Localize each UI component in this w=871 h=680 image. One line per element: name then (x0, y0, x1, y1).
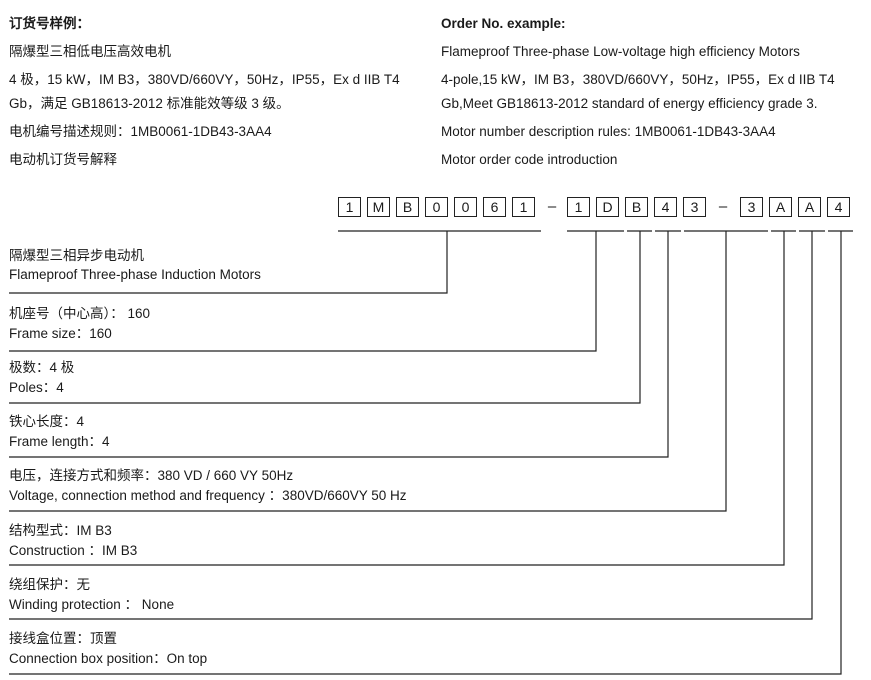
code-char: M (367, 197, 390, 217)
item-6-en: Construction ：IM B3 (9, 543, 138, 558)
code-char: B (625, 197, 648, 217)
code-separator: – (547, 198, 557, 215)
item-7-en: Winding protection ： None (9, 597, 175, 612)
code-char: 3 (740, 197, 763, 217)
code-char: B (396, 197, 419, 217)
cn-line-1: 隔爆型三相低电压高效电机 (9, 44, 171, 59)
cn-line-4: 电机编号描述规则：1MB0061-1DB43-3AA4 (9, 124, 272, 139)
code-separator: – (718, 198, 728, 215)
item-6-cn: 结构型式：IM B3 (9, 523, 112, 538)
code-char: A (798, 197, 821, 217)
cn-line-5: 电动机订货号解释 (9, 152, 117, 167)
item-1-cn: 隔爆型三相异步电动机 (9, 248, 144, 263)
cn-heading: 订货号样例： (9, 16, 90, 32)
code-char: 0 (454, 197, 477, 217)
code-char: D (596, 197, 619, 217)
code-char: 4 (827, 197, 850, 217)
item-4-cn: 铁心长度：4 (9, 414, 85, 429)
item-8-cn: 接线盒位置：顶置 (9, 631, 117, 646)
code-char: 0 (425, 197, 448, 217)
item-5-en: Voltage, connection method and frequency… (9, 488, 407, 503)
en-line-3: Gb,Meet GB18613-2012 standard of energy … (441, 96, 818, 111)
item-3-cn: 极数：4 极 (9, 360, 75, 375)
item-8-en: Connection box position：On top (9, 651, 208, 666)
code-char: 3 (683, 197, 706, 217)
code-char: 1 (338, 197, 361, 217)
en-line-1: Flameproof Three-phase Low-voltage high … (441, 44, 800, 59)
code-char: 4 (654, 197, 677, 217)
code-char: 6 (483, 197, 506, 217)
cn-line-3: Gb，满足 GB18613-2012 标准能效等级 3 级。 (9, 96, 290, 111)
item-4-en: Frame length：4 (9, 434, 110, 449)
item-5-cn: 电压，连接方式和频率：380 VD / 660 VY 50Hz (9, 468, 294, 483)
en-line-4: Motor number description rules: 1MB0061-… (441, 124, 776, 139)
item-3-en: Poles：4 (9, 380, 64, 395)
cn-line-2: 4 极，15 kW，IM B3，380VD/660VY，50Hz，IP55，Ex… (9, 72, 400, 87)
code-char: 1 (567, 197, 590, 217)
code-char: A (769, 197, 792, 217)
en-heading: Order No. example: (441, 16, 566, 31)
item-1-en: Flameproof Three-phase Induction Motors (9, 267, 261, 282)
item-2-cn: 机座号（中心高）： 160 (9, 306, 151, 321)
item-2-en: Frame size：160 (9, 326, 112, 341)
item-7-cn: 绕组保护：无 (9, 577, 90, 592)
code-char: 1 (512, 197, 535, 217)
en-line-5: Motor order code introduction (441, 152, 618, 167)
en-line-2: 4-pole,15 kW，IM B3，380VD/660VY，50Hz，IP55… (441, 72, 835, 87)
